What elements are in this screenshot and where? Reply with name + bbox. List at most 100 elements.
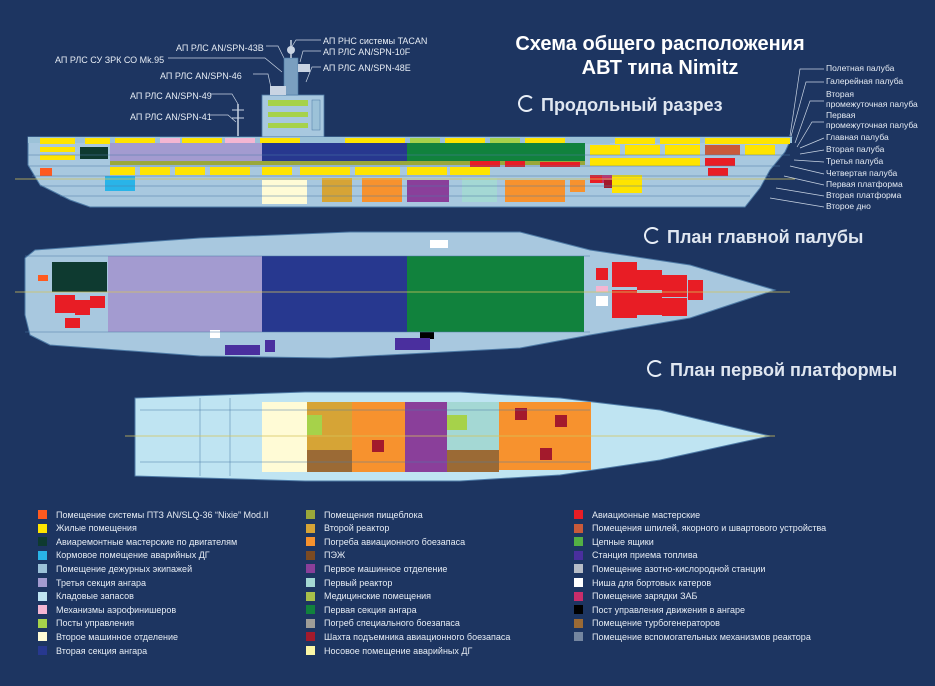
legend-label: Погреб специального боезапаса: [324, 618, 460, 629]
callout-tacan: АП РНС системы TACAN: [323, 36, 428, 46]
legend-swatch: [306, 537, 315, 547]
legend-label: Помещение турбогенераторов: [592, 618, 720, 629]
legend-swatch: [306, 605, 315, 615]
legend-swatch: [38, 550, 47, 560]
legend-item: Носовое помещение аварийных ДГ: [306, 644, 472, 657]
legend-label: Помещение зарядки ЗАБ: [592, 591, 698, 602]
legend-swatch: [38, 632, 47, 642]
callout-spn-46: АП РЛС AN/SPN-46: [160, 71, 242, 81]
legend-swatch: [574, 550, 583, 560]
legend-item: Механизмы аэрофинишеров: [38, 603, 176, 616]
legend-swatch: [574, 605, 583, 615]
legend-item: Помещение системы ПТЗ AN/SLQ-36 “Nixie” …: [38, 508, 269, 521]
legend-label: Помещение дежурных экипажей: [56, 563, 193, 574]
deck-label-second-platform: Вторая платформа: [826, 190, 902, 200]
legend-item: Пост управления движения в ангаре: [574, 603, 745, 616]
legend-item: Шахта подъемника авиационного боезапаса: [306, 630, 510, 643]
legend-item: Помещение дежурных экипажей: [38, 562, 192, 575]
legend-swatch: [306, 646, 315, 655]
deck-leader-lines: [769, 68, 825, 208]
legend-label: Помещение системы ПТЗ AN/SLQ-36 “Nixie” …: [56, 509, 269, 520]
legend-label: Цепные ящики: [592, 536, 654, 547]
legend-label: Кормовое помещение аварийных ДГ: [56, 550, 210, 561]
legend-swatch: [38, 578, 47, 587]
legend-swatch: [306, 618, 315, 628]
legend-label: Ниша для бортовых катеров: [592, 577, 712, 588]
legend-swatch: [574, 510, 583, 519]
deck-label-first-intermediate: Первая промежуточная палуба: [826, 110, 918, 130]
section-label: План первой платформы: [670, 360, 898, 380]
legend-label: Авиационные мастерские: [592, 509, 701, 520]
legend-label: ПЭЖ: [324, 550, 346, 561]
legend-item: Помещения пищеблока: [306, 508, 423, 521]
diagram-title: Схема общего расположения АВТ типа Nimit…: [480, 32, 840, 80]
legend-item: Кормовое помещение аварийных ДГ: [38, 549, 210, 562]
legend-item: Второе машинное отделение: [38, 630, 178, 643]
legend-label: Механизмы аэрофинишеров: [56, 604, 177, 615]
callout-spn-10f: АП РЛС AN/SPN-10F: [323, 47, 411, 57]
legend-label: Пост управления движения в ангаре: [592, 604, 745, 615]
legend-swatch: [38, 564, 47, 574]
deck-label-fourth: Четвертая палуба: [826, 168, 898, 178]
deck-label-second-bottom: Второе дно: [826, 201, 871, 211]
legend-label: Помещение азотно-кислородной станции: [592, 563, 766, 574]
section-title-longitudinal: Продольный разрез: [518, 95, 723, 116]
legend-label: Погреба авиационного боезапаса: [324, 536, 466, 547]
legend-swatch: [38, 510, 47, 519]
legend-swatch: [38, 618, 47, 628]
legend-swatch: [38, 646, 47, 655]
legend-label: Вторая секция ангара: [56, 645, 148, 656]
legend-label: Первая секция ангара: [324, 604, 417, 615]
legend-item: Третья секция ангара: [38, 576, 146, 589]
deck-label-third: Третья палуба: [826, 156, 884, 166]
callout-mk95: АП РЛС СУ ЗРК СО Mk.95: [55, 55, 165, 65]
legend-item: Кладовые запасов: [38, 590, 134, 603]
legend-swatch: [574, 523, 583, 533]
deck-label-gallery: Галерейная палуба: [826, 76, 904, 86]
section-label: Продольный разрез: [541, 95, 723, 115]
legend-label: Помещения шпилей, якорного и швартового …: [592, 523, 827, 534]
legend-label: Первое машинное отделение: [324, 563, 448, 574]
legend-swatch: [574, 537, 583, 547]
section-label: План главной палубы: [667, 227, 864, 247]
legend-item: Вторая секция ангара: [38, 644, 147, 657]
legend-swatch: [574, 578, 583, 587]
legend-label: Посты управления: [56, 618, 135, 629]
legend-item: Станция приема топлива: [574, 549, 698, 562]
deck-label-first-platform: Первая платформа: [826, 179, 903, 189]
legend-swatch: [306, 591, 315, 601]
deck-label-second-intermediate: Вторая промежуточная палуба: [826, 89, 918, 109]
legend-swatch: [38, 605, 47, 615]
legend-item: Погреба авиационного боезапаса: [306, 535, 465, 548]
section-marker-icon: [647, 360, 664, 377]
legend-item: Помещение вспомогательных механизмов реа…: [574, 630, 811, 643]
legend-swatch: [306, 578, 315, 587]
callout-spn-48e: АП РЛС AN/SPN-48E: [323, 63, 411, 73]
deck-label-second: Вторая палуба: [826, 144, 885, 154]
legend-swatch: [574, 591, 583, 601]
title-line-1: Схема общего расположения: [515, 33, 805, 55]
legend-swatch: [574, 618, 583, 628]
main-deck-plan: [15, 231, 790, 359]
legend-label: Помещения пищеблока: [324, 509, 423, 520]
legend-label: Второй реактор: [324, 523, 390, 534]
legend-item: Первая секция ангара: [306, 603, 417, 616]
legend-swatch: [38, 523, 47, 533]
legend-item: Авиаремонтные мастерские по двигателям: [38, 535, 237, 548]
deck-label-main: Главная палуба: [826, 132, 889, 142]
legend-swatch: [306, 632, 315, 642]
legend-label: Первый реактор: [324, 577, 393, 588]
legend-item: Первый реактор: [306, 576, 392, 589]
legend-item: Ниша для бортовых катеров: [574, 576, 711, 589]
legend-item: Второй реактор: [306, 522, 389, 535]
legend-swatch: [574, 632, 583, 642]
legend-label: Помещение вспомогательных механизмов реа…: [592, 631, 811, 642]
legend-swatch: [306, 550, 315, 560]
legend-item: Жилые помещения: [38, 522, 137, 535]
legend-label: Носовое помещение аварийных ДГ: [324, 645, 473, 656]
legend-label: Жилые помещения: [56, 523, 137, 534]
longitudinal-section: [15, 40, 795, 208]
section-marker-icon: [644, 227, 661, 244]
